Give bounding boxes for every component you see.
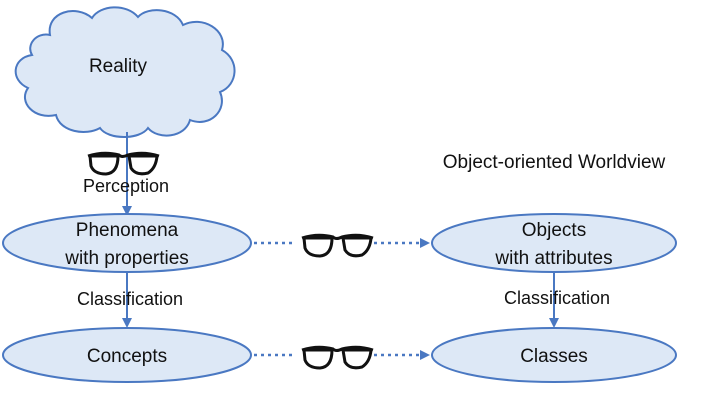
- classification-label-left: Classification: [77, 289, 183, 309]
- glasses-icon: [300, 233, 375, 258]
- phenomena-label-line1: Phenomena: [76, 220, 179, 241]
- phenomena-node: Phenomena with properties: [2, 213, 252, 273]
- perception-label: Perception: [83, 176, 169, 196]
- worldview-title: Object-oriented Worldview: [443, 152, 666, 173]
- classification-label-right: Classification: [504, 288, 610, 308]
- concepts-node: Concepts: [2, 327, 252, 383]
- objects-label-line1: Objects: [522, 220, 586, 241]
- glasses-icon: [300, 345, 375, 370]
- classes-node: Classes: [431, 327, 677, 383]
- phenomena-label-line2: with properties: [64, 248, 189, 269]
- glasses-icon: [86, 151, 161, 176]
- reality-cloud: Reality: [14, 6, 236, 138]
- objects-label-line2: with attributes: [494, 248, 612, 269]
- classes-label: Classes: [520, 346, 588, 367]
- objects-node: Objects with attributes: [431, 213, 677, 273]
- reality-label: Reality: [89, 56, 148, 77]
- concepts-label: Concepts: [87, 346, 167, 367]
